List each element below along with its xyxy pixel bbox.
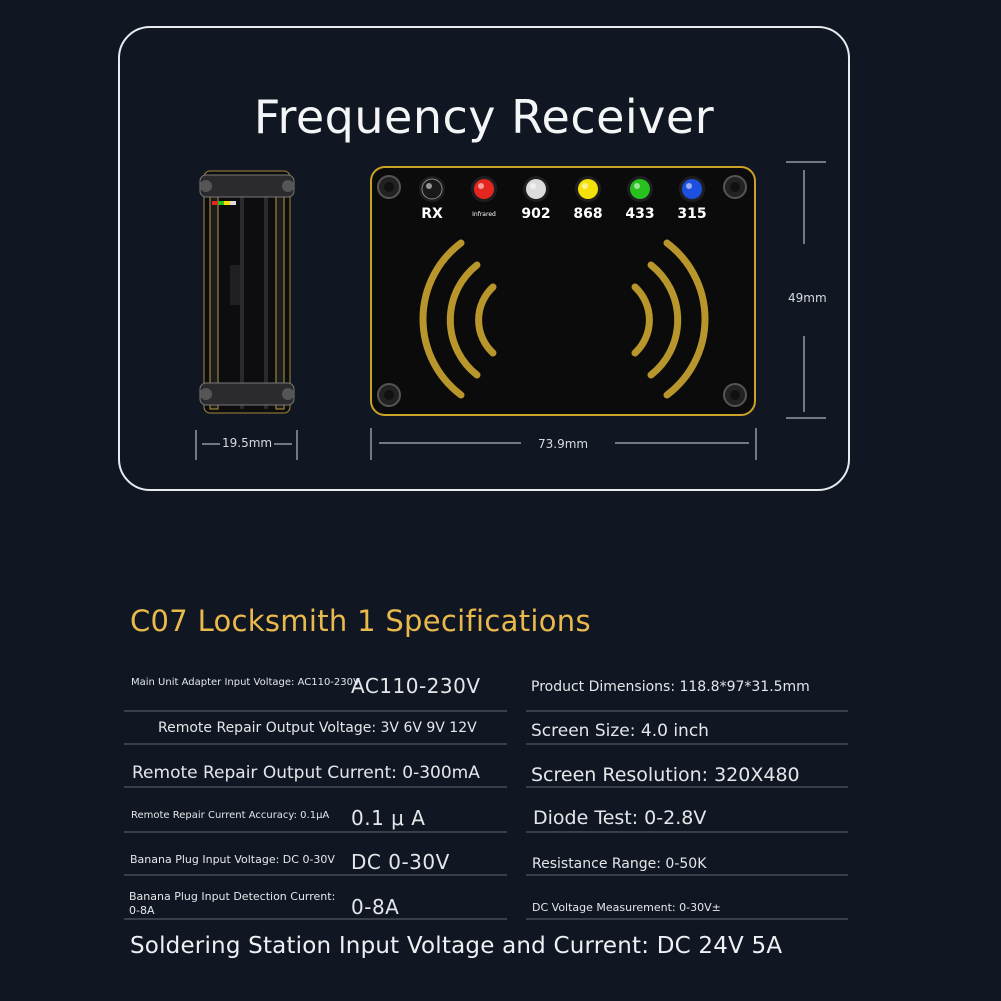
led-label-3: 868 xyxy=(573,206,603,222)
divider xyxy=(526,918,848,920)
spec-left-label-0: Main Unit Adapter Input Voltage: AC110-2… xyxy=(131,677,360,688)
spec-left-label-4: Banana Plug Input Voltage: DC 0-30V xyxy=(130,853,335,866)
side-view-illustration xyxy=(199,170,295,414)
side-width-dimension-line xyxy=(195,430,298,460)
divider xyxy=(526,831,848,833)
led-label-1: Infrared xyxy=(472,211,496,218)
led-5-highlight xyxy=(686,183,692,189)
led-0-highlight xyxy=(426,183,432,189)
led-0 xyxy=(421,178,443,200)
spec-left-value-5: 0-8A xyxy=(351,895,400,919)
divider xyxy=(124,786,507,788)
spec-right-4: Resistance Range: 0-50K xyxy=(532,856,707,872)
led-5 xyxy=(682,179,702,199)
led-3-highlight xyxy=(582,183,588,189)
height-dimension-line xyxy=(786,161,826,419)
led-4 xyxy=(630,179,650,199)
spec-left-label-3: Remote Repair Current Accuracy: 0.1μA xyxy=(131,810,330,821)
led-label-0: RX xyxy=(421,206,443,222)
divider xyxy=(124,874,507,876)
divider xyxy=(526,874,848,876)
divider xyxy=(526,786,848,788)
divider xyxy=(124,831,507,833)
spec-left-value-3: 0.1 μ A xyxy=(351,806,426,830)
spec-left-value-4: DC 0-30V xyxy=(351,850,450,874)
spec-right-3: Diode Test: 0-2.8V xyxy=(533,807,707,829)
spec-right-0: Product Dimensions: 118.8*97*31.5mm xyxy=(531,679,810,695)
product-diagram-panel: Frequency Receiver xyxy=(118,26,850,491)
spec-left-label-2: Remote Repair Output Current: 0-300mA xyxy=(132,763,480,783)
frequency-receiver-device xyxy=(370,166,756,416)
divider xyxy=(124,918,507,920)
front-width-dimension-line xyxy=(370,428,757,460)
soldering-station-spec: Soldering Station Input Voltage and Curr… xyxy=(130,933,783,959)
led-3 xyxy=(578,179,598,199)
spec-right-1: Screen Size: 4.0 inch xyxy=(531,721,709,741)
spec-right-2: Screen Resolution: 320X480 xyxy=(531,764,800,786)
panel-title: Frequency Receiver xyxy=(253,90,715,144)
led-2-highlight xyxy=(530,183,536,189)
spec-left-label-5: Banana Plug Input Detection Current: 0-8… xyxy=(129,890,336,917)
side-width-label: 19.5mm xyxy=(222,436,273,450)
led-label-4: 433 xyxy=(625,206,655,222)
front-width-label: 73.9mm xyxy=(538,437,589,451)
specifications-title: C07 Locksmith 1 Specifications xyxy=(130,604,591,638)
spec-left-label-1: Remote Repair Output Voltage: 3V 6V 9V 1… xyxy=(158,720,477,736)
led-4-highlight xyxy=(634,183,640,189)
led-label-5: 315 xyxy=(677,206,707,222)
divider xyxy=(124,710,507,712)
spec-left-value-0: AC110-230V xyxy=(351,674,481,698)
led-1-highlight xyxy=(478,183,484,189)
height-label: 49mm xyxy=(788,291,827,305)
divider xyxy=(124,743,507,745)
divider xyxy=(526,743,848,745)
divider xyxy=(526,710,848,712)
led-label-2: 902 xyxy=(521,206,551,222)
led-2 xyxy=(526,179,546,199)
spec-right-5: DC Voltage Measurement: 0-30V± xyxy=(532,901,721,914)
led-1 xyxy=(474,179,494,199)
